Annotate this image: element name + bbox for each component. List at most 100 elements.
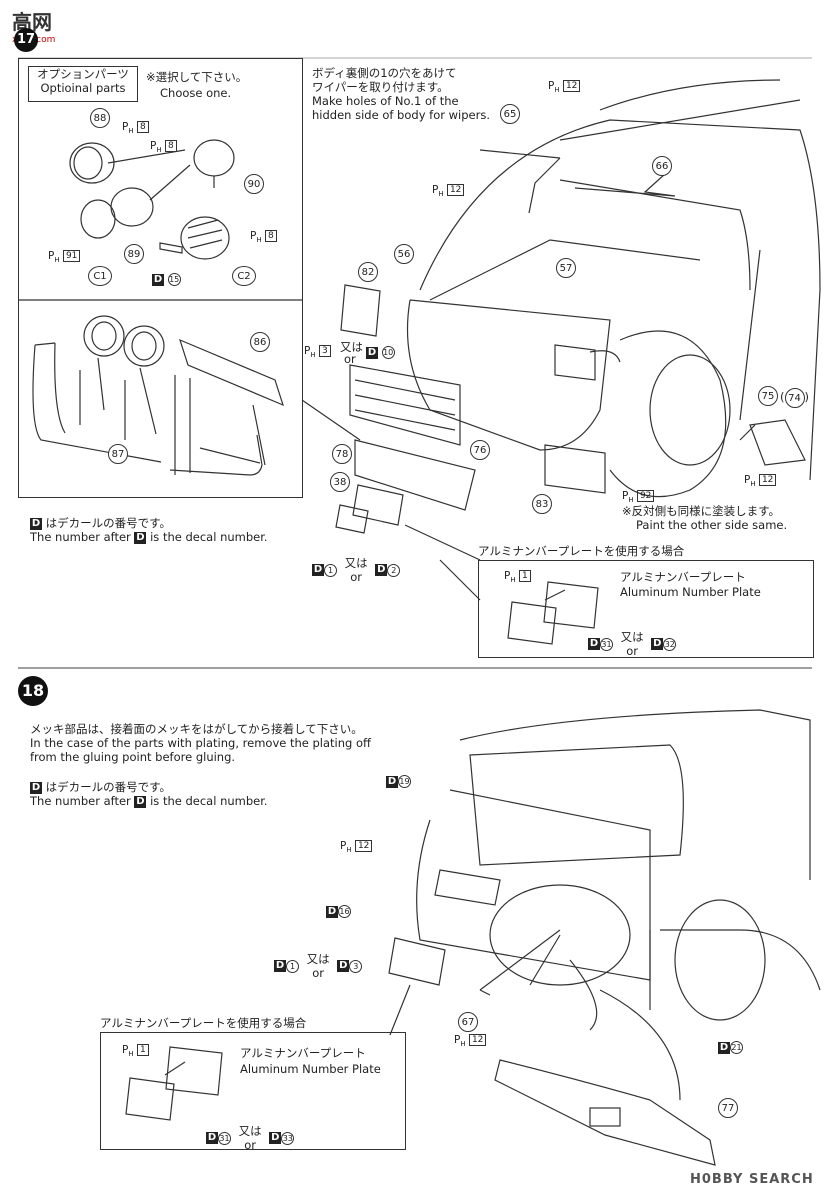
- decal-ref: D 15: [152, 273, 181, 286]
- decal-note-en-b: is the decal number.: [150, 530, 268, 544]
- ph-ref: PH 12: [432, 184, 465, 198]
- decal-number: 32: [663, 637, 677, 651]
- options-title-jp: オプションパーツ: [37, 67, 129, 81]
- decal-number: 10: [381, 346, 395, 359]
- or-en: or: [350, 570, 363, 584]
- ph-value: 12: [562, 80, 581, 92]
- part-90: 90: [244, 174, 264, 194]
- plate-label-en: Aluminum Number Plate: [240, 1062, 381, 1076]
- ph-ref: PH 8: [250, 230, 277, 244]
- plating-note-en-2: from the gluing point before gluing.: [30, 750, 236, 764]
- ph-value: 1: [136, 1044, 149, 1056]
- paint-note-jp: ※反対側も同様に塗装します。: [622, 504, 780, 518]
- part-38: 38: [330, 472, 350, 492]
- or-jp: 又は: [620, 630, 644, 644]
- plate-box-18: [100, 1032, 406, 1150]
- decal-number: 33: [281, 1131, 295, 1145]
- decal-number: 31: [600, 637, 613, 651]
- wiper-note-line: Make holes of No.1 of the: [312, 94, 459, 108]
- watermark-hobbysearch: H0BBY SEARCH: [690, 1172, 814, 1187]
- options-note-jp: ※選択して下さい。: [146, 70, 248, 84]
- part-82: 82: [358, 262, 378, 282]
- options-title-box: オプションパーツ Optioinal parts: [28, 66, 138, 102]
- wiper-note-line: ワイパーを取り付けます。: [312, 80, 449, 94]
- decal-note-en-a: The number after: [30, 530, 131, 544]
- part-77: 77: [718, 1098, 738, 1118]
- or-jp: 又は: [306, 952, 330, 966]
- wiper-note-line: ボディ裏側の1の穴をあけて: [312, 66, 457, 80]
- decal-note-jp: はデカールの番号です。: [45, 516, 172, 530]
- wiper-note: ボディ裏側の1の穴をあけて ワイパーを取り付けます。 Make holes of…: [312, 66, 490, 122]
- ph-ref: PH 3: [304, 345, 331, 359]
- plate-label-en: Aluminum Number Plate: [620, 585, 761, 599]
- ph-value: 8: [164, 140, 177, 152]
- decal-ref: D 10: [366, 346, 395, 359]
- ph-value: 91: [62, 250, 81, 262]
- part-86: 86: [250, 332, 270, 352]
- options-title-en: Optioinal parts: [40, 81, 126, 95]
- decal-note-en-b: is the decal number.: [150, 794, 268, 808]
- decal-number: 16: [338, 905, 351, 918]
- plate-label-jp: アルミナンバープレート: [620, 570, 746, 584]
- plating-note: メッキ部品は、接着面のメッキをはがしてから接着して下さい。 In the cas…: [30, 722, 371, 764]
- ph-ref: PH 12: [744, 474, 777, 488]
- ph-value: 12: [354, 840, 373, 852]
- step-18-badge: 18: [18, 676, 48, 706]
- decal-number: 3: [349, 959, 363, 973]
- plate-label-jp: アルミナンバープレート: [240, 1046, 366, 1060]
- wiper-note-line: hidden side of body for wipers.: [312, 108, 490, 122]
- paint-note-en: Paint the other side same.: [636, 518, 788, 532]
- ph-ref: PH 1: [504, 570, 531, 584]
- part-87: 87: [108, 444, 128, 464]
- ph-value: 8: [264, 230, 277, 242]
- plate-box-title-17: アルミナンバープレートを使用する場合: [478, 544, 685, 558]
- part-75: 75: [758, 386, 778, 406]
- decal-number: 19: [398, 775, 411, 788]
- plate-box-17: [478, 560, 814, 658]
- ph-ref: PH 12: [340, 840, 373, 854]
- plating-note-jp: メッキ部品は、接着面のメッキをはがしてから接着して下さい。: [30, 722, 363, 736]
- ph-ref: PH 8: [122, 121, 149, 135]
- decal-number: 1: [286, 959, 299, 973]
- decal-note-17: D はデカールの番号です。 The number after D is the …: [30, 516, 268, 544]
- ph-ref: PH 12: [548, 80, 581, 94]
- or-en: or: [344, 352, 356, 366]
- part-76: 76: [470, 440, 490, 460]
- step-17-badge: 17: [14, 28, 38, 52]
- part-83: 83: [532, 494, 552, 514]
- part-c2: C2: [232, 266, 256, 286]
- part-57: 57: [556, 258, 576, 278]
- paint-note: ※反対側も同様に塗装します。 Paint the other side same…: [622, 504, 787, 532]
- decal-number: 1: [324, 563, 337, 577]
- part-c1: C1: [88, 266, 112, 286]
- ph-ref: PH 91: [48, 250, 81, 264]
- ph-value: 8: [136, 121, 149, 133]
- decal-number: 15: [167, 273, 181, 286]
- or-en: or: [626, 644, 639, 658]
- decal-note-en-a: The number after: [30, 794, 131, 808]
- part-66: 66: [652, 156, 672, 176]
- ph-ref: PH 8: [150, 140, 177, 154]
- options-note-en: Choose one.: [160, 86, 232, 100]
- plate-box-title-18: アルミナンバープレートを使用する場合: [100, 1016, 307, 1030]
- part-65: 65: [500, 104, 520, 124]
- plating-note-en-1: In the case of the parts with plating, r…: [30, 736, 371, 750]
- decal-note-18: D はデカールの番号です。 The number after D is the …: [30, 780, 268, 808]
- or-en: or: [312, 966, 325, 980]
- ph-value: 92: [636, 490, 655, 502]
- decal-number: 2: [387, 563, 401, 577]
- decal-number: 31: [218, 1131, 231, 1145]
- step17-left-panel: [18, 58, 303, 498]
- decal-number: 21: [730, 1041, 743, 1054]
- or-jp: 又は: [238, 1124, 262, 1138]
- part-88: 88: [90, 108, 110, 128]
- ph-ref: PH 12: [454, 1034, 487, 1048]
- or-jp: 又は: [344, 556, 368, 570]
